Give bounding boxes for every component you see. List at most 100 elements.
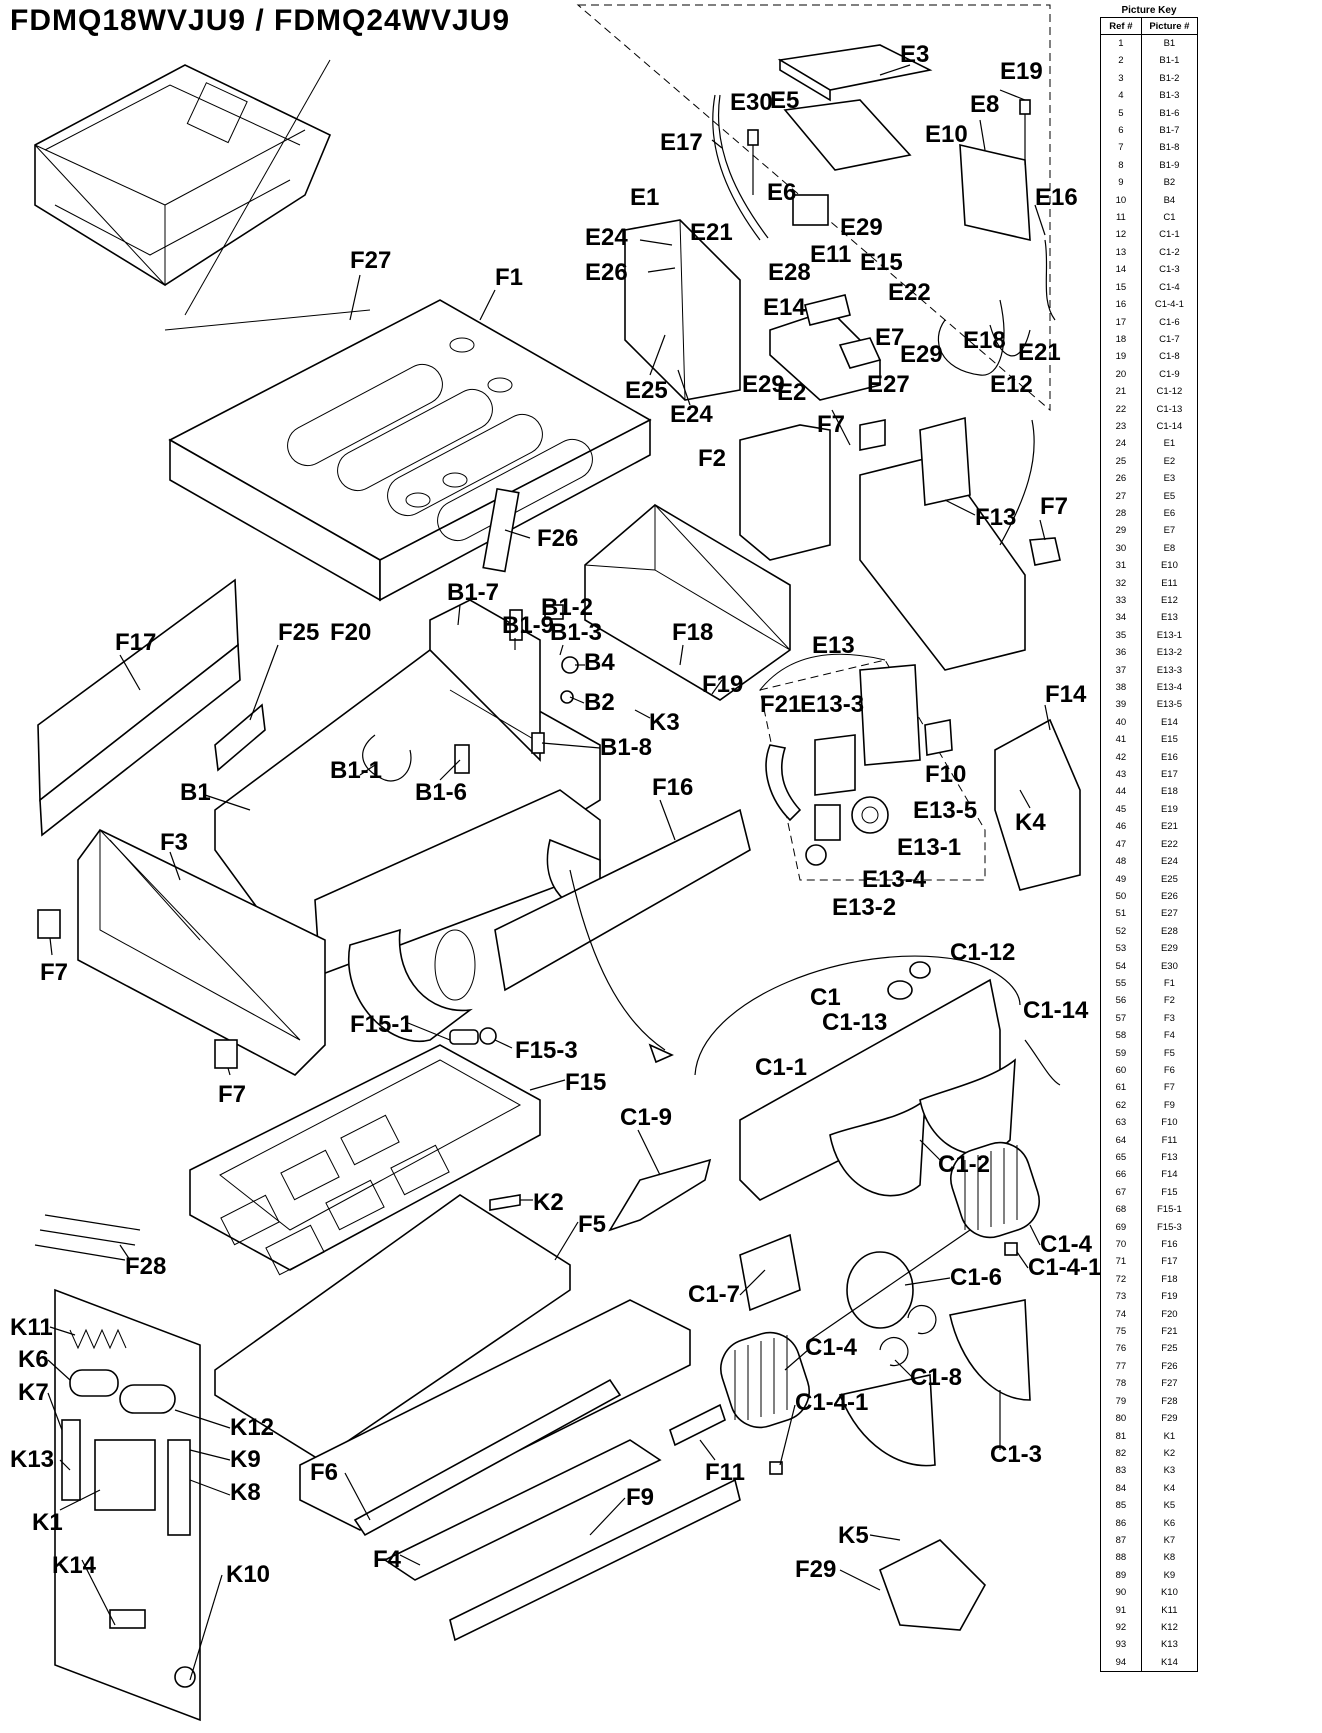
ref-number-cell: 38 [1101,679,1142,697]
ref-number-cell: 60 [1101,1061,1142,1080]
ref-number-cell: 63 [1101,1114,1142,1132]
callout-label: E29 [742,371,785,398]
ref-number-cell: 39 [1101,696,1142,714]
callout-label: F26 [537,525,578,552]
ref-number-cell: 57 [1101,1009,1142,1028]
table-row: 29 E7 [1101,522,1197,540]
ref-number-cell: 89 [1101,1566,1142,1585]
ref-number-cell: 23 [1101,417,1142,436]
picture-number-cell: K6 [1163,1517,1176,1529]
ref-number-cell: 20 [1101,365,1142,384]
ref-number-cell: 6 [1101,122,1142,140]
table-row: 20 C1-9 [1101,365,1197,384]
callout-label: F7 [1040,493,1068,520]
ref-number-cell: 75 [1101,1323,1142,1341]
ref-number-cell: 64 [1101,1131,1142,1149]
ref-number-cell: 84 [1101,1479,1142,1498]
callout-label: E10 [925,121,968,148]
assembly-arrow [569,869,666,1051]
ref-number-cell: 2 [1101,52,1142,70]
ref-number-cell: 94 [1101,1653,1142,1672]
ref-number-cell: 18 [1101,330,1142,349]
rail-f17-f25 [37,578,266,837]
callout-label: B2 [584,689,615,716]
bracket-f7-left [37,909,61,939]
rail-f9 [449,1478,741,1642]
ref-number-cell: 29 [1101,522,1142,540]
page-title: FDMQ18WVJU9 / FDMQ24WVJU9 [10,4,511,37]
ref-number-cell: 48 [1101,853,1142,871]
callout-label: F11 [705,1459,745,1486]
ref-number-cell: 37 [1101,661,1142,680]
picture-number-cell: C1-1 [1159,229,1180,241]
picture-number-cell: E1 [1163,438,1176,450]
ref-number-cell: 44 [1101,783,1142,801]
leader-lines [47,64,1051,1681]
blower-assembly-c1 [608,955,1061,1631]
ref-number-cell: 51 [1101,905,1142,923]
picture-number-cell: E2 [1163,455,1176,467]
side-panel-f3 [77,828,326,1076]
picture-number-cell: B1-6 [1159,107,1180,119]
picture-number-cell: E24 [1160,856,1178,868]
callout-label: E22 [888,279,931,306]
ref-number-cell: 10 [1101,191,1142,210]
callout-label: E14 [763,294,806,321]
callout-label: F1 [495,264,523,291]
callout-label: K12 [230,1414,274,1441]
ref-number-cell: 1 [1101,34,1142,53]
picture-number-cell: K1 [1163,1430,1176,1442]
callout-label: F7 [817,411,845,438]
callout-label: C1-14 [1023,997,1089,1024]
ref-number-cell: 82 [1101,1444,1142,1463]
callout-label: C1-6 [950,1264,1002,1291]
picture-number-cell: F27 [1161,1378,1178,1390]
picture-number-cell: C1-9 [1159,368,1180,380]
callout-label: E16 [1035,184,1078,211]
picture-number-cell: E13-4 [1156,682,1183,694]
picture-number-cell: F7 [1163,1082,1175,1094]
picture-number-cell: F17 [1161,1256,1178,1268]
callout-label: F6 [310,1459,338,1486]
ref-number-cell: 62 [1101,1096,1142,1115]
callout-label: F25 [278,619,319,646]
callout-label: E19 [1000,58,1043,85]
callout-label: E8 [970,91,999,118]
ref-number-cell: 14 [1101,261,1142,279]
callout-label: E21 [1018,339,1061,366]
screws-f28 [34,1214,141,1261]
callout-label: E13-4 [862,866,927,893]
picture-number-cell: E7 [1163,525,1176,537]
ref-number-cell: 7 [1101,139,1142,157]
picture-number-cell: E10 [1160,560,1178,572]
control-box-group [739,416,1061,671]
callout-label: F17 [115,629,156,656]
picture-number-cell: C1-13 [1156,403,1183,415]
picture-number-cell: F26 [1161,1360,1178,1372]
picture-number-cell: E13-3 [1156,664,1183,676]
callout-label: E27 [867,371,910,398]
callout-label: C1 [810,984,841,1011]
picture-number-cell: E13-1 [1156,629,1183,641]
